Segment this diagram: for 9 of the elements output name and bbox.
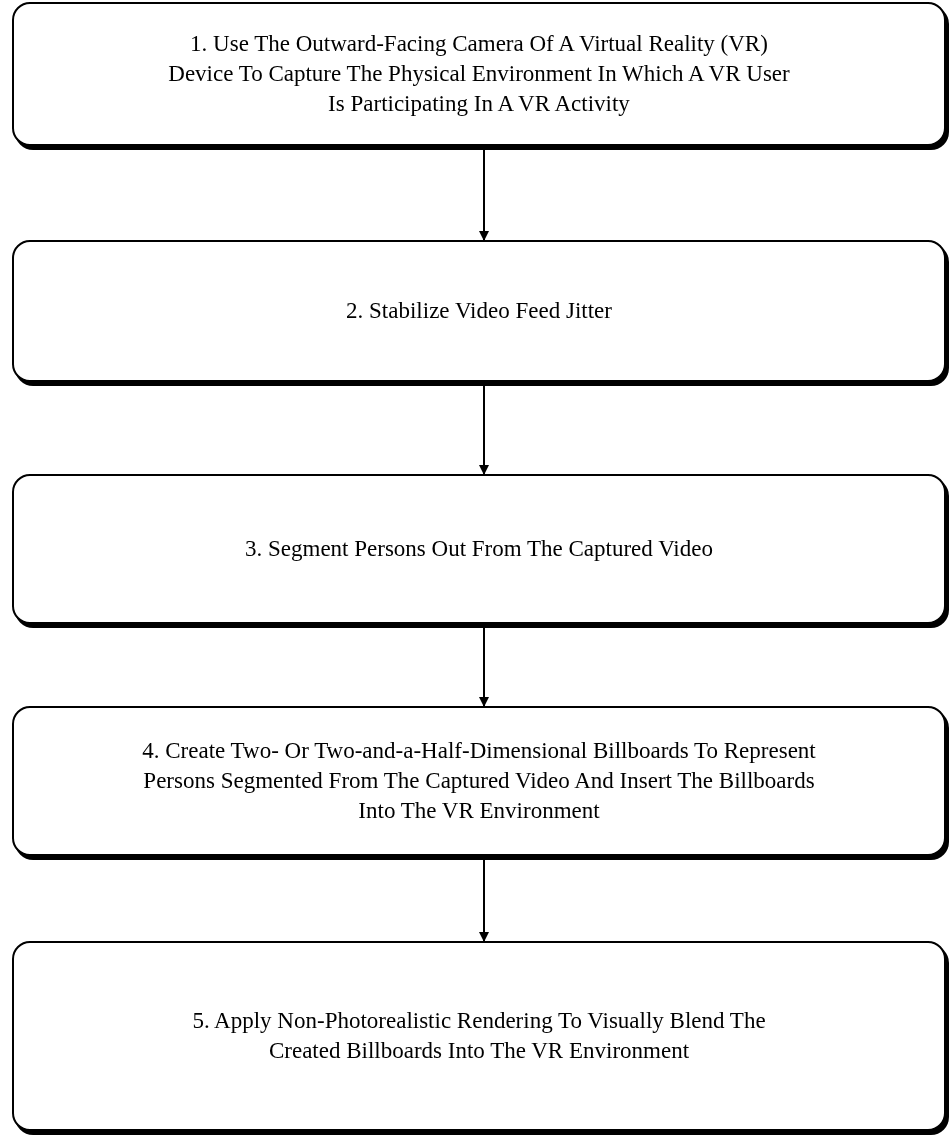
step-text: 2. Stabilize Video Feed Jitter: [346, 297, 612, 325]
step-text: 3. Segment Persons Out From The Captured Video: [245, 535, 713, 563]
step-text: 4. Create Two- Or Two-and-a-Half-Dimensional Billboards To Represent Persons Segmented From The Captured Video And Insert The Billboards Into The VR Environment: [141, 737, 817, 825]
step-text: 1. Use The Outward-Facing Camera Of A Virtual Reality (VR) Device To Capture The Physical Environment In Which A VR User Is Participating In A VR Activity: [167, 30, 791, 118]
arrow: [479, 626, 489, 707]
arrow: [479, 148, 489, 241]
arrow: [479, 858, 489, 942]
arrow: [479, 384, 489, 475]
step-text: 5. Apply Non-Photorealistic Rendering To Visually Blend The Created Billboards Into The VR Environment: [191, 1007, 767, 1065]
